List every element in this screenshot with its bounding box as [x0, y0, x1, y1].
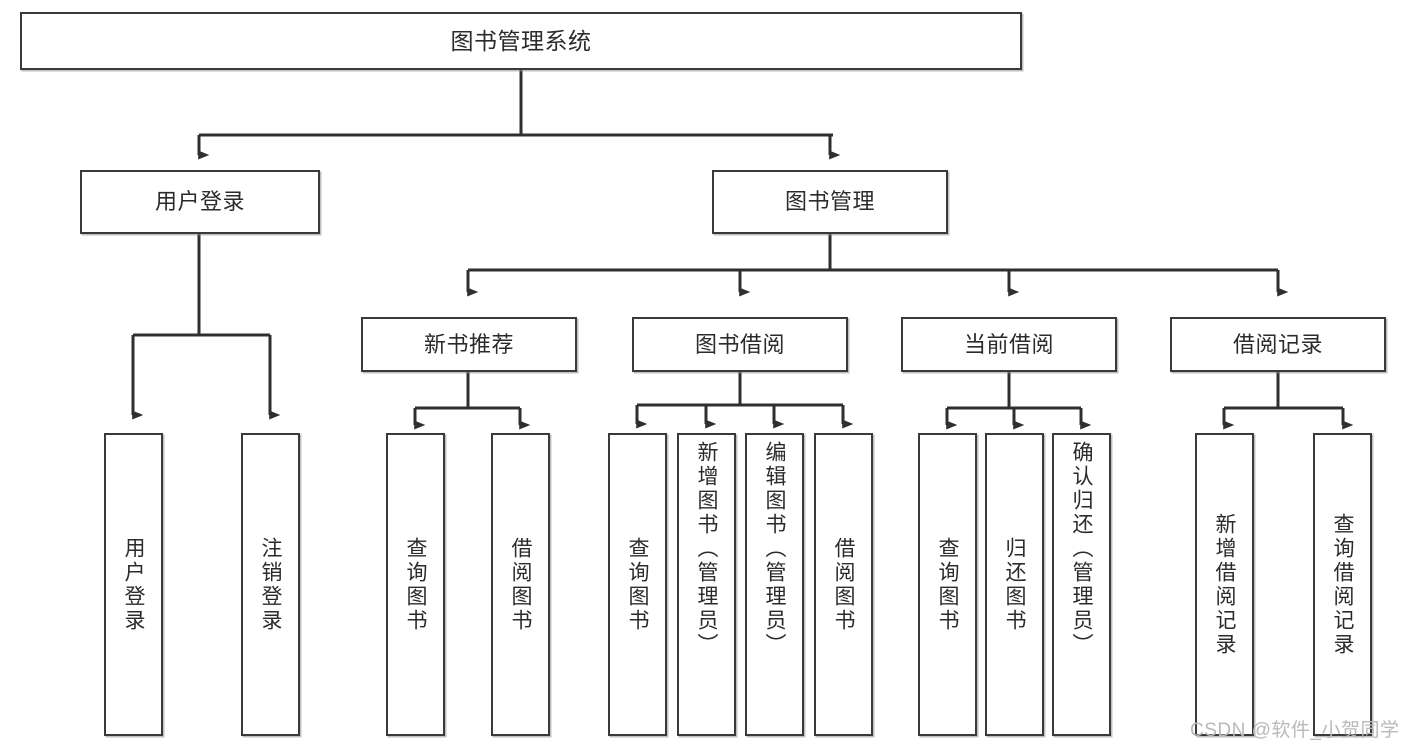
- node-label: 用户登录: [122, 536, 145, 633]
- leaf-book-borrow-query-book[interactable]: 查询图书: [608, 433, 667, 736]
- node-current-borrow[interactable]: 当前借阅: [901, 317, 1117, 372]
- leaf-borrow-record-add-record[interactable]: 新增借阅记录: [1195, 433, 1254, 736]
- node-user-login[interactable]: 用户登录: [80, 170, 320, 234]
- leaf-borrow-record-query-record[interactable]: 查询借阅记录: [1313, 433, 1372, 736]
- node-label: 图书管理系统: [450, 27, 592, 54]
- node-new-book-recommend[interactable]: 新书推荐: [361, 317, 577, 372]
- node-book-borrow[interactable]: 图书借阅: [632, 317, 848, 372]
- csdn-watermark: CSDN @软件_小贺同学: [1190, 720, 1400, 741]
- node-label: 确认归还（管理员）: [1070, 441, 1093, 657]
- leaf-current-borrow-query-book[interactable]: 查询图书: [918, 433, 977, 736]
- node-label: 查询图书: [626, 536, 649, 633]
- leaf-book-borrow-borrow-book[interactable]: 借阅图书: [814, 433, 873, 736]
- leaf-current-borrow-return-book[interactable]: 归还图书: [985, 433, 1044, 736]
- node-borrow-record[interactable]: 借阅记录: [1170, 317, 1386, 372]
- leaf-new-book-query-book[interactable]: 查询图书: [386, 433, 445, 736]
- node-label: 借阅图书: [509, 536, 532, 633]
- node-label: 新增图书（管理员）: [695, 441, 718, 657]
- node-label: 查询图书: [936, 536, 959, 633]
- leaf-user-login-login[interactable]: 用户登录: [104, 433, 163, 736]
- node-label: 查询借阅记录: [1331, 512, 1354, 657]
- leaf-book-borrow-add-book-admin[interactable]: 新增图书（管理员）: [677, 433, 736, 736]
- leaf-book-borrow-edit-book-admin[interactable]: 编辑图书（管理员）: [745, 433, 804, 736]
- node-label: 借阅记录: [1232, 331, 1323, 357]
- node-label: 归还图书: [1003, 536, 1026, 633]
- leaf-new-book-borrow-book[interactable]: 借阅图书: [491, 433, 550, 736]
- leaf-current-borrow-confirm-return-admin[interactable]: 确认归还（管理员）: [1052, 433, 1111, 736]
- node-label: 用户登录: [154, 189, 245, 215]
- node-label: 新增借阅记录: [1213, 512, 1236, 657]
- node-label: 查询图书: [404, 536, 427, 633]
- node-book-management[interactable]: 图书管理: [712, 170, 948, 234]
- node-label: 借阅图书: [832, 536, 855, 633]
- node-label: 编辑图书（管理员）: [763, 441, 786, 657]
- node-label: 当前借阅: [963, 331, 1054, 357]
- node-label: 图书借阅: [694, 331, 785, 357]
- node-label: 图书管理: [784, 189, 875, 215]
- leaf-user-login-logout[interactable]: 注销登录: [241, 433, 300, 736]
- node-label: 新书推荐: [423, 331, 514, 357]
- node-label: 注销登录: [259, 536, 282, 633]
- node-root-book-management-system[interactable]: 图书管理系统: [20, 12, 1022, 70]
